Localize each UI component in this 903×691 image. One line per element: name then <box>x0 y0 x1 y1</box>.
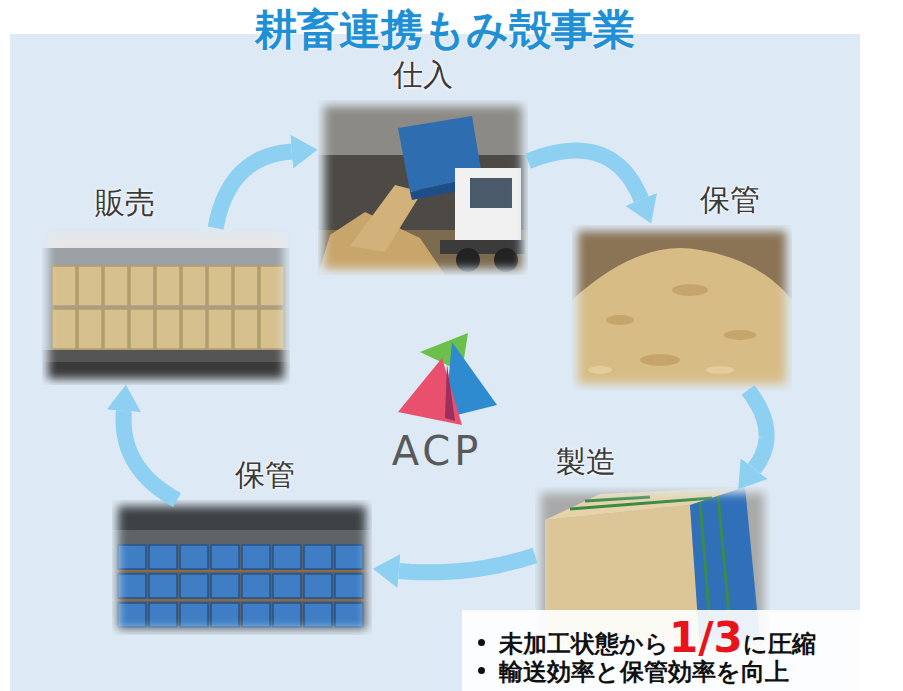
background-panel <box>10 34 860 691</box>
cycle-arrow <box>124 411 177 500</box>
step-label: 保管 <box>700 180 760 221</box>
logo-text: ACP <box>392 428 483 474</box>
cycle-arrow <box>528 151 641 200</box>
photo-step: 保管 <box>572 225 792 390</box>
step-label: 仕入 <box>393 55 453 96</box>
photo-step: 販売 <box>42 228 290 385</box>
acp-logo <box>398 333 497 425</box>
bullet-line: 未加工状態から1/3に圧縮 <box>478 616 891 660</box>
cycle-arrow <box>748 390 767 469</box>
logo-overlap <box>445 364 455 421</box>
bullet-dot <box>478 667 485 674</box>
bullet-dot <box>478 639 485 646</box>
note-text: に圧縮 <box>743 632 816 657</box>
truck-photo <box>318 100 528 275</box>
photo-step: 仕入 <box>318 100 528 275</box>
cycle-arrow <box>399 555 535 572</box>
step-label: 保管 <box>235 455 295 496</box>
husk-pile-photo <box>572 225 792 390</box>
logo-triangle <box>398 358 462 425</box>
diagram-title: 耕畜連携もみ殻事業 <box>0 2 890 58</box>
bullet-line: 輸送効率と保管効率を向上 <box>478 660 891 685</box>
photo-step: 保管 <box>112 500 372 635</box>
warehouse-photo <box>112 500 372 635</box>
step-label: 製造 <box>556 442 616 483</box>
ratio-highlight: 1/3 <box>669 616 743 660</box>
step-label: 販売 <box>95 183 155 224</box>
note-text: 未加工状態から <box>499 632 669 657</box>
note-box: 未加工状態から1/3に圧縮輸送効率と保管効率を向上 <box>462 610 903 691</box>
cycle-arrow <box>216 152 292 228</box>
sales-truck-photo <box>42 228 290 385</box>
note-text: 輸送効率と保管効率を向上 <box>499 660 789 685</box>
